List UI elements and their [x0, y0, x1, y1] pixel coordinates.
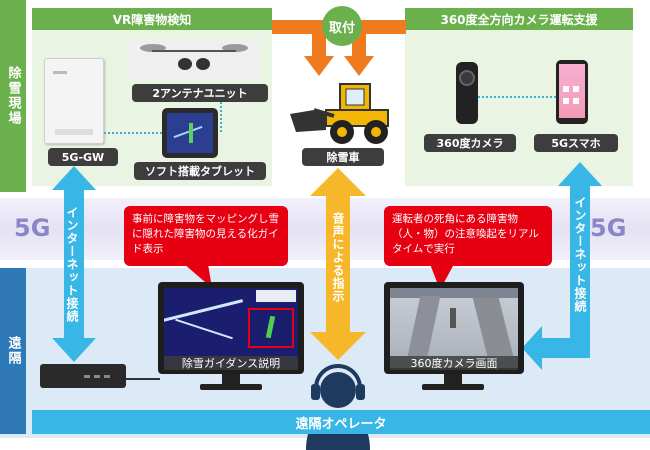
- gateway-device: [44, 58, 104, 144]
- antenna-tablet-link: [220, 102, 222, 132]
- mini-pc-device: [40, 364, 126, 388]
- internet-label-right: インターネット接続: [573, 196, 587, 313]
- internet-arrow-right: [522, 162, 602, 370]
- gw-tablet-link: [104, 132, 162, 134]
- voice-arrow: [310, 168, 366, 360]
- snowplow-label: 除雪車: [302, 148, 384, 166]
- smartphone-image: [556, 60, 588, 124]
- site-band-label: 除雪現場: [0, 0, 26, 192]
- operator-bar: 遠隔オペレータ: [32, 410, 650, 434]
- voice-label: 音声による指示: [331, 212, 345, 303]
- view360-monitor-stand: [422, 384, 484, 390]
- guidance-screen: [164, 288, 298, 368]
- vr-panel-title: VR障害物検知: [32, 8, 272, 30]
- guidance-monitor-neck: [222, 374, 240, 384]
- camera-360-label: 360度カメラ: [424, 134, 516, 152]
- tablet-image: [162, 108, 218, 158]
- bubble-right: 運転者の死角にある障害物（人・物）の注意喚起をリアルタイムで実行: [384, 206, 552, 266]
- operator-icon: [306, 364, 370, 450]
- guidance-monitor-stand: [200, 384, 262, 390]
- camera-360-image: [456, 62, 478, 124]
- view360-caption: 360度カメラ画面: [390, 356, 518, 370]
- smartphone-label: 5Gスマホ: [534, 134, 618, 152]
- internet-arrow-left: [52, 166, 96, 362]
- camera-panel-title: 360度全方向カメラ運転支援: [405, 8, 633, 30]
- cam-phone-link: [478, 96, 556, 98]
- install-badge: 取付: [322, 6, 362, 46]
- bubble-right-tail: [430, 264, 454, 290]
- guidance-caption: 除雪ガイダンス説明: [164, 356, 298, 370]
- remote-band-label: 遠隔: [0, 268, 26, 434]
- antenna-image: [128, 40, 260, 80]
- tablet-label: ソフト搭載タブレット: [134, 162, 266, 180]
- internet-label-left: インターネット接続: [65, 206, 79, 323]
- snowplow-icon: [290, 83, 389, 144]
- fiveg-label-left: 5G: [14, 214, 51, 242]
- bubble-left: 事前に障害物をマッピングし雪に隠れた障害物の見える化ガイド表示: [124, 206, 288, 266]
- pc-monitor-cable: [126, 378, 160, 380]
- view360-monitor-neck: [444, 374, 462, 384]
- gateway-label: 5G-GW: [48, 148, 118, 166]
- fiveg-label-right: 5G: [590, 214, 627, 242]
- antenna-label: 2アンテナユニット: [132, 84, 268, 102]
- view360-screen: [390, 288, 518, 368]
